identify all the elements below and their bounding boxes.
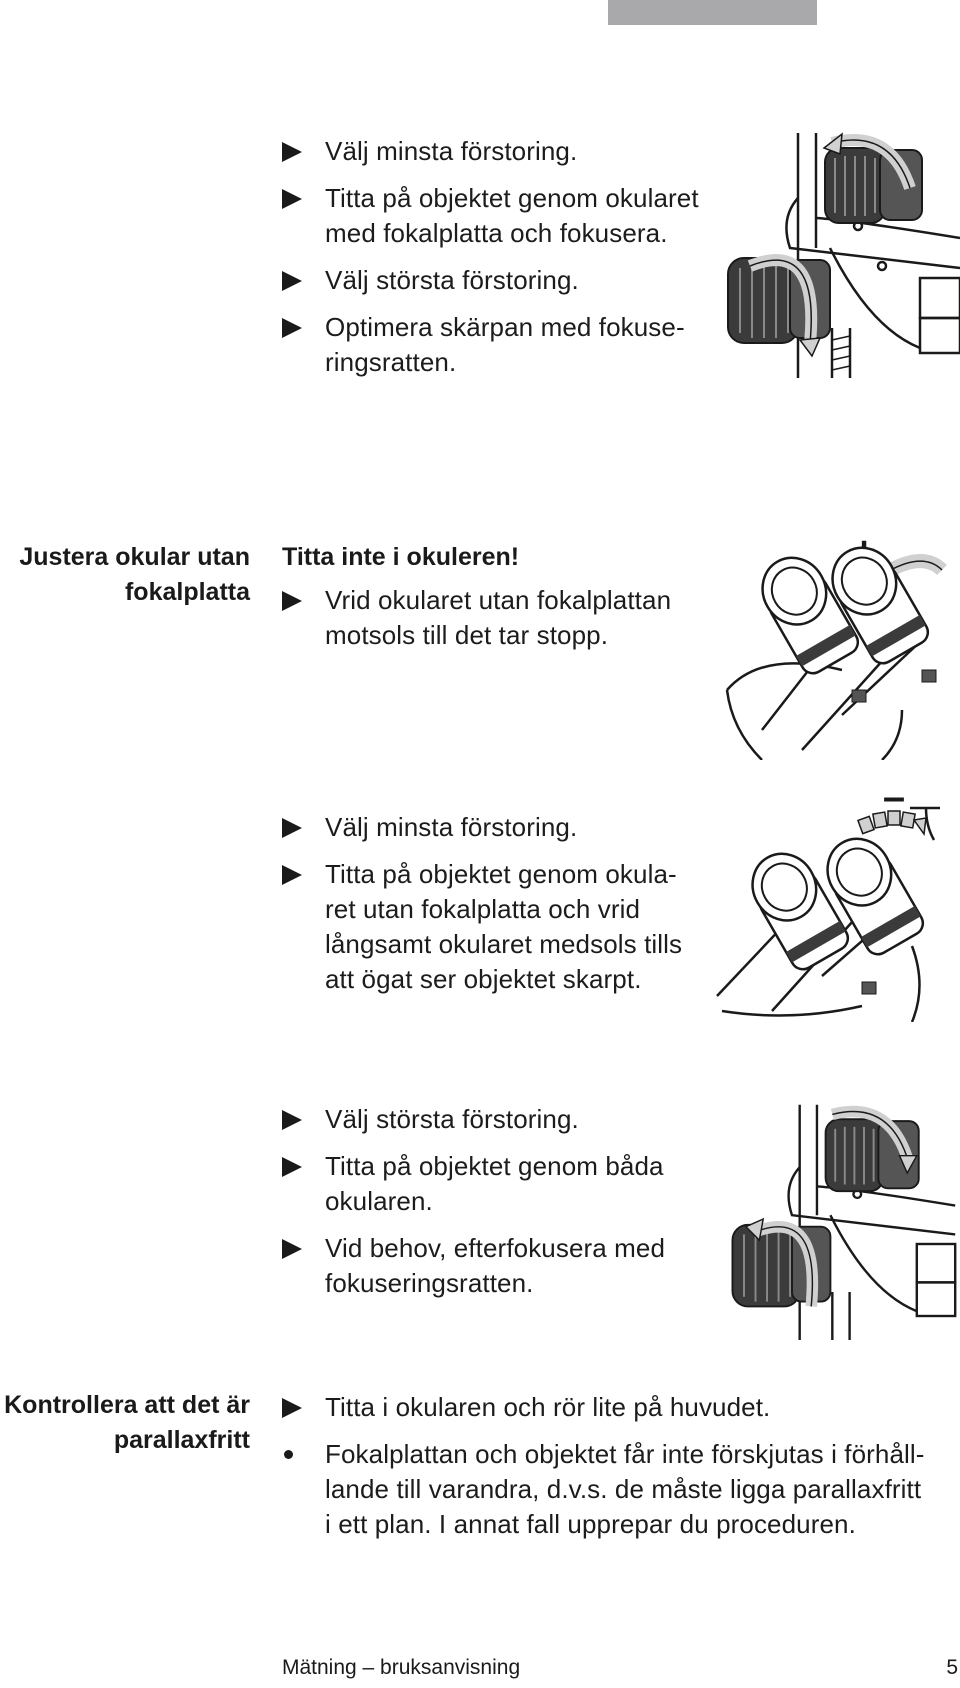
step-text: Välj minsta förstoring.: [325, 812, 578, 842]
step-item: Optimera skärpan med fokuse- ringsratten…: [282, 310, 699, 380]
triangle-bullet-icon: [282, 591, 302, 611]
step-item: Fokalplattan och objektet får inte försk…: [282, 1437, 925, 1542]
triangle-bullet-icon: [282, 142, 302, 162]
triangle-bullet-icon: [282, 865, 302, 885]
step-text: Titta på objektet genom båda okularen.: [325, 1151, 664, 1216]
triangle-bullet-icon: [282, 189, 302, 209]
triangle-bullet-icon: [282, 1398, 302, 1418]
triangle-bullet-icon: [282, 271, 302, 291]
step-item: Titta på objektet genom okula- ret utan …: [282, 857, 682, 997]
step-text: Titta på objektet genom okularet med fok…: [325, 183, 699, 248]
section-heading: Kontrollera att det är parallaxfritt: [4, 1391, 250, 1454]
focus-drive-knobs-icon: [727, 132, 960, 378]
step-text: Fokalplattan och objektet får inte försk…: [325, 1439, 925, 1539]
step-item: Välj minsta förstoring.: [282, 810, 682, 845]
step-text: Vrid okularet utan fokalplattan motsols …: [325, 585, 672, 650]
step-item: Välj största förstoring.: [282, 1102, 665, 1137]
triangle-bullet-icon: [282, 318, 302, 338]
section-sharpen: Välj minsta förstoring. Titta på objekte…: [282, 810, 682, 1009]
step-item: Vid behov, efterfokusera med fokuserings…: [282, 1231, 665, 1301]
step-text: Vid behov, efterfokusera med fokuserings…: [325, 1233, 666, 1298]
focus-drive-knobs-icon: [731, 1104, 957, 1340]
section-parallax: Titta i okularen och rör lite på huvudet…: [282, 1390, 925, 1554]
triangle-bullet-icon: [282, 1157, 302, 1177]
eye-icon: [910, 806, 940, 841]
section-adjust-eyepiece: Titta inte i okuleren! Vrid okularet uta…: [282, 540, 671, 665]
header-bar: [608, 0, 817, 25]
step-item: Titta på objektet genom okularet med fok…: [282, 181, 699, 251]
page-number: 5: [946, 1656, 958, 1679]
triangle-bullet-icon: [282, 818, 302, 838]
footer-title: Mätning – bruksanvisning: [282, 1656, 521, 1679]
step-item: Välj minsta förstoring.: [282, 134, 699, 169]
step-text: Välj minsta förstoring.: [325, 136, 578, 166]
section-focus-reticle: Välj minsta förstoring. Titta på objekte…: [282, 134, 699, 392]
warning-text: Titta inte i okuleren!: [282, 543, 520, 571]
step-item: Titta på objektet genom båda okularen.: [282, 1149, 665, 1219]
step-item: Vrid okularet utan fokalplattan motsols …: [282, 583, 671, 653]
step-text: Välj största förstoring.: [325, 265, 579, 295]
section-heading: Justera okular utan fokalplatta: [19, 543, 250, 606]
step-item: Titta i okularen och rör lite på huvudet…: [282, 1390, 925, 1425]
eyepieces-counterclockwise-icon: +: [725, 530, 947, 760]
section-refocus: Välj största förstoring. Titta på objekt…: [282, 1102, 665, 1313]
triangle-bullet-icon: [282, 1239, 302, 1259]
bullet-dot-icon: [284, 1450, 293, 1459]
step-item: Välj största förstoring.: [282, 263, 699, 298]
eyepieces-clockwise-icon: –: [716, 796, 940, 1022]
step-text: Titta i okularen och rör lite på huvudet…: [325, 1392, 771, 1422]
step-text: Optimera skärpan med fokuse- ringsratten…: [325, 312, 685, 377]
triangle-bullet-icon: [282, 1110, 302, 1130]
step-text: Välj största förstoring.: [325, 1104, 579, 1134]
step-text: Titta på objektet genom okula- ret utan …: [325, 859, 683, 994]
